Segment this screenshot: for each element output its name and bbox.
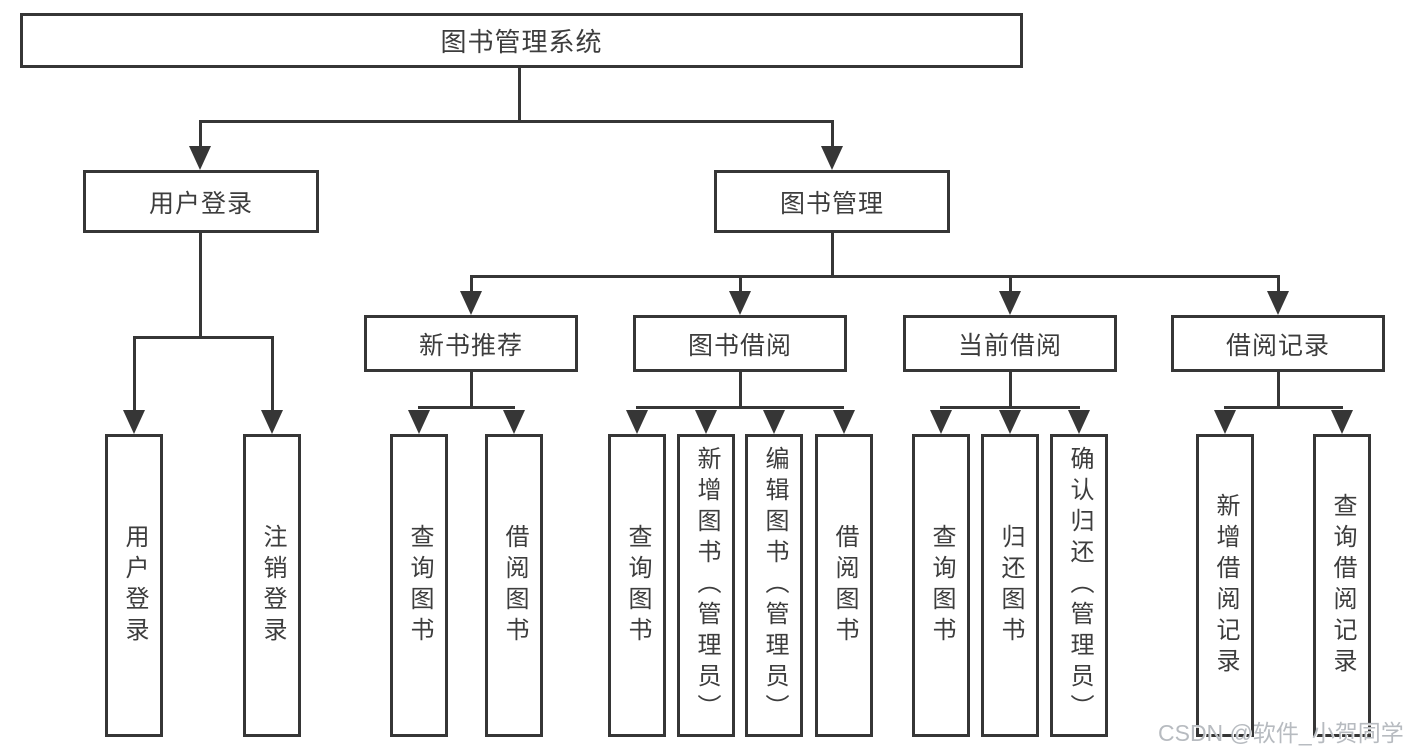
arrow-down-icon [763, 410, 785, 434]
connector-line [940, 406, 1080, 409]
leaf-return-books: 归还图书 [981, 434, 1039, 737]
node-current-borrowing: 当前借阅 [903, 315, 1117, 372]
csdn-watermark: CSDN @软件_小贺同学 [1158, 720, 1404, 746]
arrow-down-icon [460, 291, 482, 315]
leaf-query-books-1: 查询图书 [390, 434, 448, 737]
leaf-add-borrow-record: 新增借阅记录 [1196, 434, 1254, 737]
node-library-system: 图书管理系统 [20, 13, 1023, 68]
arrow-down-icon [408, 410, 430, 434]
leaf-borrow-books-1: 借阅图书 [485, 434, 543, 737]
arrow-down-icon [729, 291, 751, 315]
arrow-down-icon [123, 410, 145, 434]
arrow-down-icon [833, 410, 855, 434]
connector-line [133, 336, 136, 412]
arrow-down-icon [999, 410, 1021, 434]
connector-line [470, 275, 473, 293]
connector-line [739, 372, 742, 409]
connector-line [636, 406, 844, 409]
connector-line [133, 336, 273, 339]
connector-line [470, 372, 473, 409]
connector-line [518, 68, 521, 120]
connector-line [199, 120, 202, 148]
arrow-down-icon [1267, 291, 1289, 315]
arrow-down-icon [1068, 410, 1090, 434]
leaf-query-books-2: 查询图书 [608, 434, 666, 737]
connector-line [1009, 372, 1012, 409]
connector-line [831, 120, 834, 148]
connector-line [739, 275, 742, 293]
leaf-edit-books-admin: 编辑图书（管理员） [745, 434, 803, 737]
arrow-down-icon [261, 410, 283, 434]
connector-line [1009, 275, 1012, 293]
arrow-down-icon [1331, 410, 1353, 434]
arrow-down-icon [503, 410, 525, 434]
arrow-down-icon [1214, 410, 1236, 434]
arrow-down-icon [626, 410, 648, 434]
leaf-query-borrow-record: 查询借阅记录 [1313, 434, 1371, 737]
node-borrow-records: 借阅记录 [1171, 315, 1385, 372]
leaf-borrow-books-2: 借阅图书 [815, 434, 873, 737]
node-book-management: 图书管理 [714, 170, 950, 233]
leaf-logout: 注销登录 [243, 434, 301, 737]
leaf-user-login: 用户登录 [105, 434, 163, 737]
arrow-down-icon [821, 146, 843, 170]
leaf-query-books-3: 查询图书 [912, 434, 970, 737]
arrow-down-icon [930, 410, 952, 434]
connector-line [418, 406, 515, 409]
connector-line [1277, 275, 1280, 293]
connector-line [831, 233, 834, 278]
node-user-login: 用户登录 [83, 170, 319, 233]
leaf-add-books-admin: 新增图书（管理员） [677, 434, 735, 737]
connector-line [199, 120, 834, 123]
connector-line [470, 275, 1279, 278]
leaf-confirm-return-admin: 确认归还（管理员） [1050, 434, 1108, 737]
connector-line [199, 233, 202, 339]
connector-line [1224, 406, 1343, 409]
connector-line [1277, 372, 1280, 409]
node-new-book-recommend: 新书推荐 [364, 315, 578, 372]
arrow-down-icon [189, 146, 211, 170]
connector-line [271, 336, 274, 412]
node-book-borrowing: 图书借阅 [633, 315, 847, 372]
arrow-down-icon [695, 410, 717, 434]
arrow-down-icon [999, 291, 1021, 315]
